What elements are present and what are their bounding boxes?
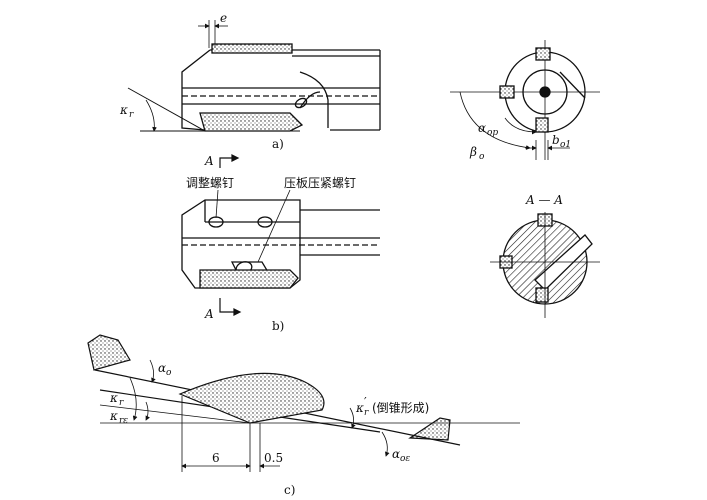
angle-ao-label: α: [158, 361, 166, 375]
chamfer-note: (倒锥形成): [372, 401, 429, 415]
section-view-hatched: [490, 212, 600, 318]
angle-bo-sub: o: [479, 152, 485, 162]
angle-aoe-sub: oε: [400, 454, 410, 464]
angle-kre-sub: rε: [119, 416, 128, 426]
angle-aop-sub: op: [487, 128, 498, 138]
angle-ao-sub: o: [166, 368, 172, 378]
label-clamp-screw: 压板压紧螺钉: [284, 176, 356, 190]
angle-kr-c-label: κ: [109, 391, 118, 405]
dim-05-label: 0.5: [264, 451, 283, 465]
angle-kre-label: κ: [109, 409, 118, 423]
section-arrow-top: [219, 154, 240, 168]
tool-view-b: [181, 189, 380, 289]
angle-kr-c-sub: r: [119, 398, 124, 408]
section-arrow-bottom: [219, 298, 242, 316]
angle-kr-prime-sub: r: [364, 408, 369, 418]
label-adjust-screw: 调整螺钉: [186, 175, 234, 190]
dim-6-label: 6: [212, 451, 220, 465]
section-label-top: A: [204, 154, 214, 168]
section-label-bottom: A: [204, 307, 214, 321]
section-view-round: [450, 40, 600, 160]
angle-aop-label: α: [478, 121, 486, 135]
tool-view-a: [127, 20, 381, 132]
diagram-c: [87, 334, 520, 472]
caption-a: a): [272, 137, 284, 151]
angle-kr-prime-mark: ′: [364, 395, 367, 409]
section-title: A — A: [525, 193, 563, 207]
caption-c: c): [284, 483, 295, 497]
angle-kr-label: κ: [119, 103, 128, 117]
angle-bo-label: β: [469, 145, 477, 159]
caption-b: b): [272, 319, 284, 333]
angle-aoe-label: α: [392, 447, 400, 461]
angle-kr-sub: r: [129, 110, 134, 120]
angle-kr-prime-label: κ: [355, 401, 364, 415]
dim-bo1-sub: o1: [560, 140, 571, 150]
dim-bo1-label: b: [552, 133, 560, 147]
dim-e-label: e: [220, 11, 227, 25]
